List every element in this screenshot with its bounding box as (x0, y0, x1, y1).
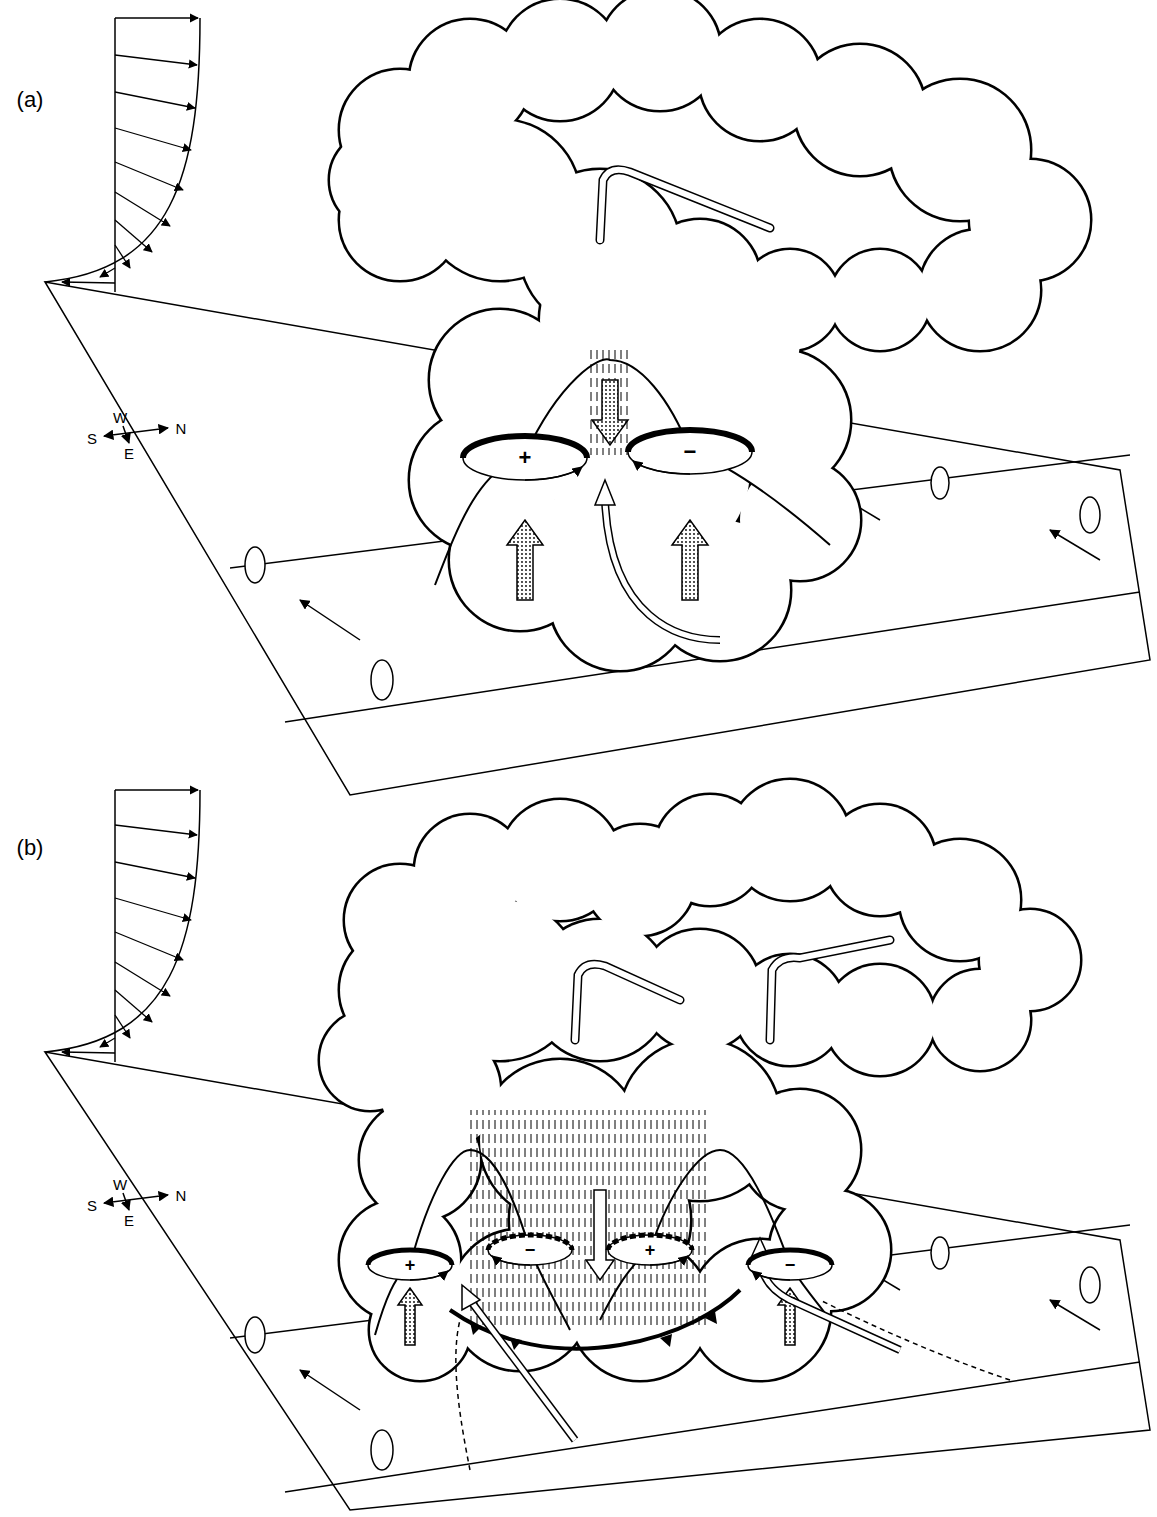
vorticity-sign: − (523, 1241, 538, 1259)
vorticity-sign: + (517, 447, 534, 469)
compass-letter: S (87, 1198, 97, 1213)
panel-label: (a) (17, 89, 44, 111)
panel-label: (b) (17, 837, 44, 859)
vorticity-sign: + (643, 1241, 658, 1259)
compass-letter: E (124, 1213, 134, 1228)
compass-letter: N (176, 421, 187, 436)
vorticity-sign: − (682, 441, 699, 463)
compass-letter: N (176, 1188, 187, 1203)
vorticity-sign: + (403, 1256, 418, 1274)
compass-letter: E (124, 446, 134, 461)
vorticity-sign: − (783, 1256, 798, 1274)
compass-letter: W (113, 1177, 127, 1192)
compass-letter: W (113, 410, 127, 425)
compass-letter: S (87, 431, 97, 446)
